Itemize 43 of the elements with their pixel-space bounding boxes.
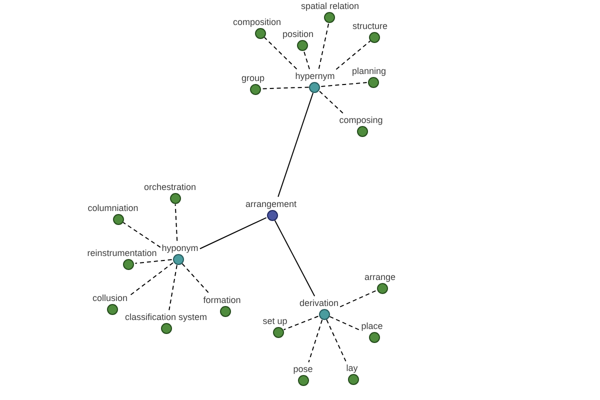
dashed-link-line bbox=[264, 36, 298, 70]
dashed-link-line bbox=[303, 50, 310, 70]
node-label: pose bbox=[293, 364, 313, 374]
dashed-link-line bbox=[182, 263, 210, 294]
node-label: group bbox=[241, 72, 265, 82]
dashed-link-line bbox=[340, 290, 377, 308]
dashed-link-line bbox=[122, 222, 161, 248]
link-line bbox=[274, 220, 316, 297]
node-label: columniation bbox=[88, 202, 138, 212]
dashed-link-line bbox=[336, 40, 371, 70]
node-label: set up bbox=[262, 316, 288, 326]
node-label: hypernym bbox=[295, 70, 335, 80]
dashed-link-line bbox=[283, 316, 319, 330]
dashed-link-line bbox=[320, 82, 368, 87]
dashed-link-line bbox=[318, 22, 330, 70]
dashed-link-line bbox=[326, 319, 346, 362]
node-label: arrangement bbox=[245, 198, 297, 208]
dashed-link-line bbox=[260, 86, 310, 90]
node-label: derivation bbox=[299, 298, 339, 308]
node-label: hyponym bbox=[162, 242, 198, 252]
node-label: arrange bbox=[364, 272, 396, 282]
node-label: structure bbox=[352, 20, 388, 30]
node-label: place bbox=[361, 320, 383, 330]
node-label: planning bbox=[352, 66, 386, 76]
dashed-link-line bbox=[134, 259, 172, 264]
dashed-link-line bbox=[308, 319, 323, 363]
node-label: orchestration bbox=[144, 182, 196, 192]
node-label: composing bbox=[339, 114, 383, 124]
dashed-link-line bbox=[329, 316, 360, 331]
dashed-link-line bbox=[319, 90, 344, 114]
node-label: formation bbox=[203, 294, 241, 304]
node-label: classification system bbox=[124, 312, 208, 322]
link-line bbox=[278, 92, 314, 198]
node-label: spatial relation bbox=[300, 0, 360, 10]
dashed-link-line bbox=[128, 262, 174, 297]
node-label: composition bbox=[232, 16, 282, 26]
dashed-link-line bbox=[168, 264, 178, 311]
link-line bbox=[199, 217, 267, 250]
node-label: lay bbox=[346, 362, 358, 372]
node-label: position bbox=[282, 28, 314, 38]
node-label: reinstrumentation bbox=[87, 248, 157, 258]
node-label: collusion bbox=[92, 292, 128, 302]
dashed-link-line bbox=[174, 204, 178, 242]
